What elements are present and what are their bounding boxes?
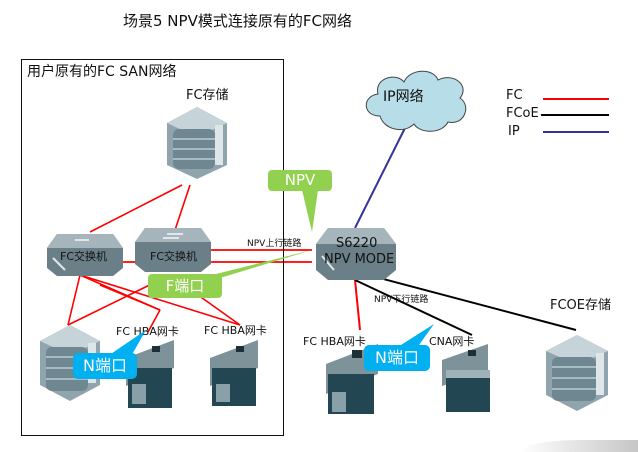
san-hba-1-label: FC HBA网卡 xyxy=(116,325,179,338)
fc-link xyxy=(79,274,241,326)
storage-icon xyxy=(546,335,608,411)
fc-switch-1-label: FC交换机 xyxy=(60,250,108,263)
server-hba-icon xyxy=(210,340,258,406)
switch-icon xyxy=(316,228,396,280)
fc-link xyxy=(174,184,191,231)
ip-link xyxy=(354,127,406,229)
legend-label-fcoe: FCoE xyxy=(506,106,539,121)
fc-link xyxy=(89,184,183,233)
storage-icon xyxy=(167,107,227,179)
fcoe-downlink xyxy=(354,279,473,336)
npv-pointer xyxy=(302,190,318,232)
fc-storage-label: FC存储 xyxy=(186,88,229,103)
san-group-label: 用户原有的FC SAN网络 xyxy=(27,64,177,80)
legend-label-fc: FC xyxy=(506,88,523,103)
ip-network-label: IP网络 xyxy=(383,89,424,105)
fcoe-downlink xyxy=(371,275,577,331)
f-port-pointer xyxy=(200,250,312,278)
diagram-title: 场景5 NPV模式连接原有的FC网络 xyxy=(123,12,352,30)
fcoe-storage-label: FCOE存储 xyxy=(550,298,612,313)
npv-switch-mode: NPV MODE xyxy=(324,252,395,267)
n-port-left-pointer xyxy=(105,330,146,358)
fc-switch-2-label: FC交换机 xyxy=(150,250,198,263)
f-port-callout: F端口 xyxy=(148,274,222,298)
n-port-right-callout: N端口 xyxy=(364,345,430,371)
npv-switch-model: S6220 xyxy=(336,236,378,251)
fc-link xyxy=(147,309,161,333)
fc-link xyxy=(99,284,161,311)
npv-hba-label: FC HBA网卡 xyxy=(303,335,366,348)
cna-label: CNA网卡 xyxy=(429,335,475,348)
san-group-box xyxy=(21,59,284,436)
fc-downlink xyxy=(354,279,361,331)
npv-callout: NPV xyxy=(268,170,332,191)
uplink-label: NPV上行链路 xyxy=(247,239,302,249)
server-cna-icon xyxy=(442,344,490,412)
switch-icon xyxy=(47,234,123,276)
legend-label-ip: IP xyxy=(508,124,520,139)
n-port-left-callout: N端口 xyxy=(73,353,137,379)
cloud-icon xyxy=(365,70,467,132)
downlink-label: NPV下行链路 xyxy=(374,295,429,305)
san-hba-2-label: FC HBA网卡 xyxy=(204,324,267,337)
switch-icon xyxy=(135,228,211,272)
fc-link xyxy=(67,274,81,326)
decorative-swoosh xyxy=(520,440,638,452)
